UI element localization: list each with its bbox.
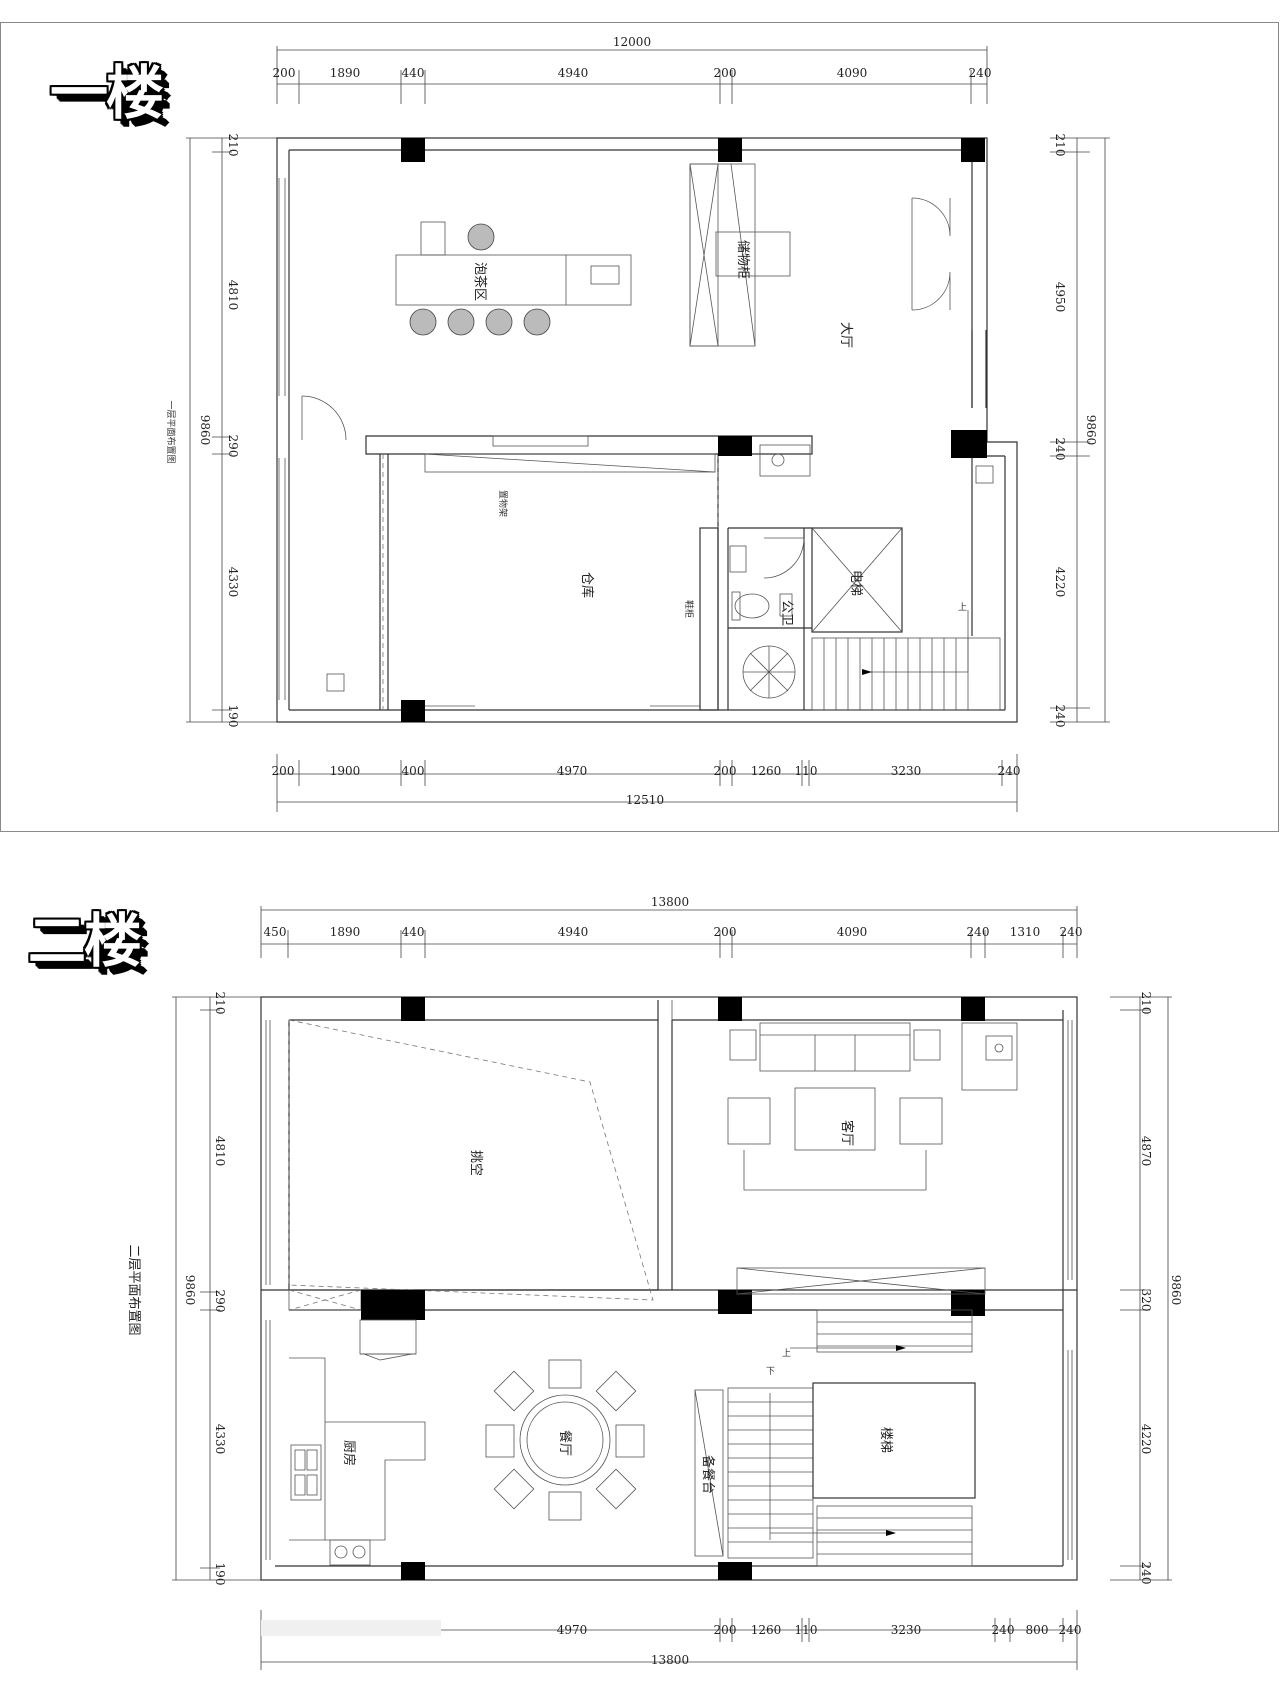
floor2-bottom-dim: 240 xyxy=(1059,1623,1082,1637)
floor2-kitchen xyxy=(289,1319,426,1566)
floor1-bottom-dim: 240 xyxy=(998,764,1021,778)
floor2-room-dining: 餐厅 xyxy=(557,1430,573,1456)
floor2-title: 二楼 xyxy=(28,907,142,975)
floor1-tea-area xyxy=(395,221,632,336)
floor2-bottom-dim: 800 xyxy=(1026,1623,1049,1637)
floor1-room-elevator: 电梯 xyxy=(848,570,863,596)
floor2-stairs-up: 上 xyxy=(782,1348,791,1359)
floor1-top-dim: 440 xyxy=(402,66,425,80)
floor2-right-dim: 210 xyxy=(1139,992,1153,1015)
floor1-left-dim: 210 xyxy=(226,134,240,157)
floor1-wc xyxy=(729,444,811,699)
floor2-bottom-dim: 3230 xyxy=(891,1623,922,1637)
floor1-left-dim: 4330 xyxy=(226,567,240,598)
floor2-right-dim: 4870 xyxy=(1139,1136,1153,1167)
floor2-top-dim: 4940 xyxy=(558,925,589,939)
floor1-dimensions xyxy=(186,46,1110,812)
floor1-caption: 一层平面布置图 xyxy=(165,400,177,463)
floor1-left-total: 9860 xyxy=(198,415,212,446)
floor1-right-dim: 240 xyxy=(1053,705,1067,728)
floor2-bottom-dim: 4970 xyxy=(557,1623,588,1637)
floor2-top-dim: 240 xyxy=(967,925,990,939)
floor2-dimensions xyxy=(172,906,1172,1670)
floor1-top-dim: 4940 xyxy=(558,66,589,80)
floor1-room-warehouse: 仓库 xyxy=(579,572,595,598)
floor1-top-dim: 200 xyxy=(714,66,737,80)
floor2-left-dim: 4810 xyxy=(213,1136,227,1167)
floor2-bottom-dim: 1260 xyxy=(751,1623,782,1637)
floor1-bottom-dim: 200 xyxy=(714,764,737,778)
floor1-top-dim: 4090 xyxy=(837,66,868,80)
floor1-room-cabinet: 储物柜 xyxy=(735,240,750,279)
floor2-room-void: 挑空 xyxy=(468,1150,483,1176)
floor2-right-dim: 320 xyxy=(1139,1289,1153,1312)
floor1-bottom-total: 12510 xyxy=(626,793,664,807)
floor2-right-dim: 4220 xyxy=(1139,1424,1153,1455)
floor1-top-dim: 1890 xyxy=(330,66,361,80)
floor1-top-total: 12000 xyxy=(613,35,651,49)
floor1-bottom-dim: 1260 xyxy=(751,764,782,778)
floor2-room-kitchen: 厨房 xyxy=(341,1440,357,1466)
floor1-cabinet xyxy=(689,163,791,347)
floor1-right-dim: 4950 xyxy=(1053,282,1067,313)
floor2-top-dim: 240 xyxy=(1060,925,1083,939)
floor1-stairs-up: 上 xyxy=(958,602,967,613)
floor2-stairs-down: 下 xyxy=(766,1367,775,1377)
floor2-living-furniture xyxy=(727,1022,1018,1191)
floor2-left-dim: 290 xyxy=(213,1290,227,1313)
floor2-bottom-dim: 200 xyxy=(714,1623,737,1637)
floor1-top-dim: 240 xyxy=(969,66,992,80)
floor1-top-dim: 200 xyxy=(273,66,296,80)
floor1-bottom-dim: 200 xyxy=(272,764,295,778)
floor1-room-wc: 公卫 xyxy=(779,600,794,626)
floor1-bottom-dim: 110 xyxy=(795,764,818,778)
floor2-left-dim: 4330 xyxy=(213,1424,227,1455)
floor2-top-dim: 440 xyxy=(402,925,425,939)
floor1-room-hall: 大厅 xyxy=(838,322,853,348)
floor2-right-dim: 240 xyxy=(1139,1562,1153,1585)
floor1-panel xyxy=(0,22,1279,832)
floor2-bottom-dim: 110 xyxy=(795,1623,818,1637)
floor2-walls xyxy=(260,996,1078,1581)
floor1-bottom-dim: 3230 xyxy=(891,764,922,778)
floor1-columns xyxy=(401,138,987,722)
floor1-doors xyxy=(301,197,951,579)
floor1-walls xyxy=(276,137,1018,723)
floor1-bottom-dim: 4970 xyxy=(557,764,588,778)
floor1-left-dim: 4810 xyxy=(226,280,240,311)
floor2-bottom-dim: 240 xyxy=(992,1623,1015,1637)
floor2-left-dim: 190 xyxy=(213,1563,227,1586)
floor2-top-dim: 450 xyxy=(264,925,287,939)
floor2-stairs xyxy=(694,1267,986,1567)
floor2-bottom-total: 13800 xyxy=(651,1653,689,1667)
floor2-top-dim: 1310 xyxy=(1010,925,1041,939)
floor2-room-stairs: 楼梯 xyxy=(878,1427,893,1453)
floor1-right-dim: 4220 xyxy=(1053,567,1067,598)
floor2-top-total: 13800 xyxy=(651,895,689,909)
floor1-title: 一楼 xyxy=(50,59,164,127)
floor2-right-total: 9860 xyxy=(1169,1275,1183,1306)
floor1-bottom-dim: 400 xyxy=(402,764,425,778)
floor1-right-dim: 210 xyxy=(1053,134,1067,157)
floor1-bottom-dim: 1900 xyxy=(330,764,361,778)
floor2-columns xyxy=(361,997,985,1580)
floor2-caption: 二层平面布置图 xyxy=(126,1244,141,1335)
floor2-dining xyxy=(485,1359,645,1521)
floor1-left-dim: 190 xyxy=(226,705,240,728)
floor2-top-dim: 1890 xyxy=(330,925,361,939)
floor1-left-dim: 290 xyxy=(226,435,240,458)
floor1-room-shoe: 鞋柜 xyxy=(683,600,695,618)
floor2-room-living: 客厅 xyxy=(839,1120,855,1146)
floor1-right-total: 9860 xyxy=(1084,415,1098,446)
floor2-left-total: 9860 xyxy=(183,1275,197,1306)
floor2-top-dim: 4090 xyxy=(837,925,868,939)
floor2-left-dim: 210 xyxy=(213,992,227,1015)
floor1-room-shelf: 置物架 xyxy=(497,490,509,517)
floor1-right-dim: 240 xyxy=(1053,438,1067,461)
floor1-room-tea: 泡茶区 xyxy=(472,262,488,301)
floor2-room-sideboard: 备餐台 xyxy=(700,1455,716,1494)
floor2-top-dim: 200 xyxy=(714,925,737,939)
floor1-stairs xyxy=(811,610,1001,711)
